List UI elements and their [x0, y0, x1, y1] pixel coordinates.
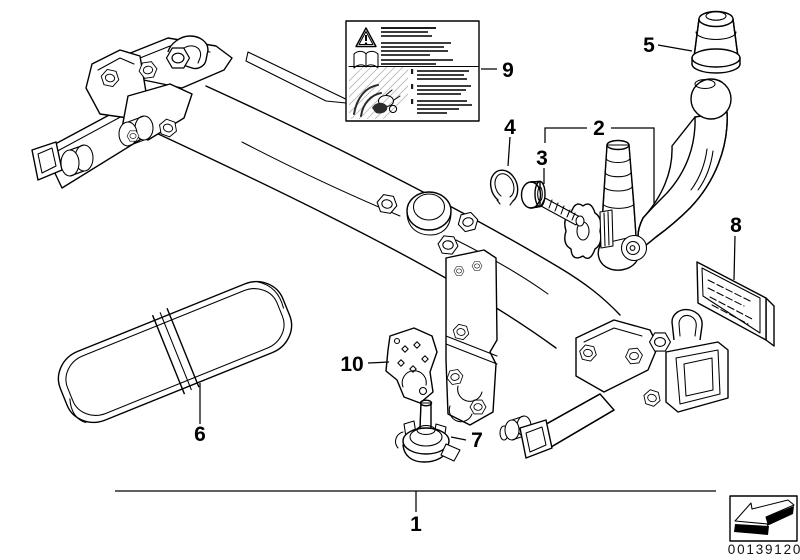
storage-bag	[57, 280, 293, 424]
callout-8-leader	[733, 235, 736, 281]
callout-7: 7	[450, 429, 483, 452]
callout-10-leader	[367, 361, 390, 364]
locking-pin	[520, 180, 585, 227]
callout-9: 9	[481, 59, 514, 82]
callout-9-number[interactable]: 9	[502, 59, 514, 82]
center-support-bracket	[445, 249, 498, 426]
crossbar-tube	[153, 51, 621, 349]
left-mounting-bracket	[31, 35, 233, 189]
callout-4-number[interactable]: 4	[504, 116, 516, 139]
bag-strap	[152, 308, 200, 395]
warning-label	[345, 20, 480, 122]
callout-3-number[interactable]: 3	[536, 147, 548, 170]
callout-7-number[interactable]: 7	[471, 429, 483, 452]
document-number: 00139120	[728, 542, 800, 557]
warning-triangle-icon	[355, 27, 377, 48]
towball	[690, 78, 732, 120]
callout-1: 1	[115, 490, 716, 536]
callout-6-number[interactable]: 6	[194, 423, 206, 446]
callout-2: 2	[544, 117, 655, 203]
stamp-box	[729, 495, 798, 542]
retaining-ring	[489, 169, 519, 206]
label-text-lines	[348, 27, 479, 114]
callout-4: 4	[504, 116, 516, 167]
doc-number-stamp: 00139120	[728, 495, 800, 557]
callout-5: 5	[643, 34, 693, 57]
socket-mount	[395, 399, 461, 463]
callout-8-number[interactable]: 8	[730, 214, 742, 237]
callout-8: 8	[730, 214, 742, 281]
callout-2-leader	[544, 127, 655, 203]
label-illustration	[349, 67, 408, 119]
callout-6: 6	[194, 383, 206, 446]
ball-cover-cap	[691, 10, 741, 74]
shaft	[599, 139, 637, 249]
manual-book-icon	[353, 50, 379, 69]
pivot-boss	[620, 234, 648, 262]
callout-3: 3	[536, 147, 548, 184]
callout-5-number[interactable]: 5	[643, 34, 655, 57]
callout-5-leader	[657, 44, 693, 52]
callout-2-number[interactable]: 2	[593, 117, 605, 140]
towball-arm	[564, 78, 732, 271]
callout-10-number[interactable]: 10	[340, 353, 363, 376]
callout-1-leader	[115, 490, 716, 512]
right-mounting-bracket	[499, 308, 729, 459]
info-plate	[696, 261, 775, 347]
arm-end-stub	[60, 144, 94, 177]
callout-4-leader	[507, 136, 511, 167]
callout-10: 10	[340, 353, 390, 376]
center-collar	[375, 191, 481, 256]
callout-7-leader	[450, 436, 467, 441]
direction-arrow-icon	[734, 499, 795, 535]
bracket-plate	[385, 327, 438, 404]
callout-1-number[interactable]: 1	[410, 513, 422, 536]
